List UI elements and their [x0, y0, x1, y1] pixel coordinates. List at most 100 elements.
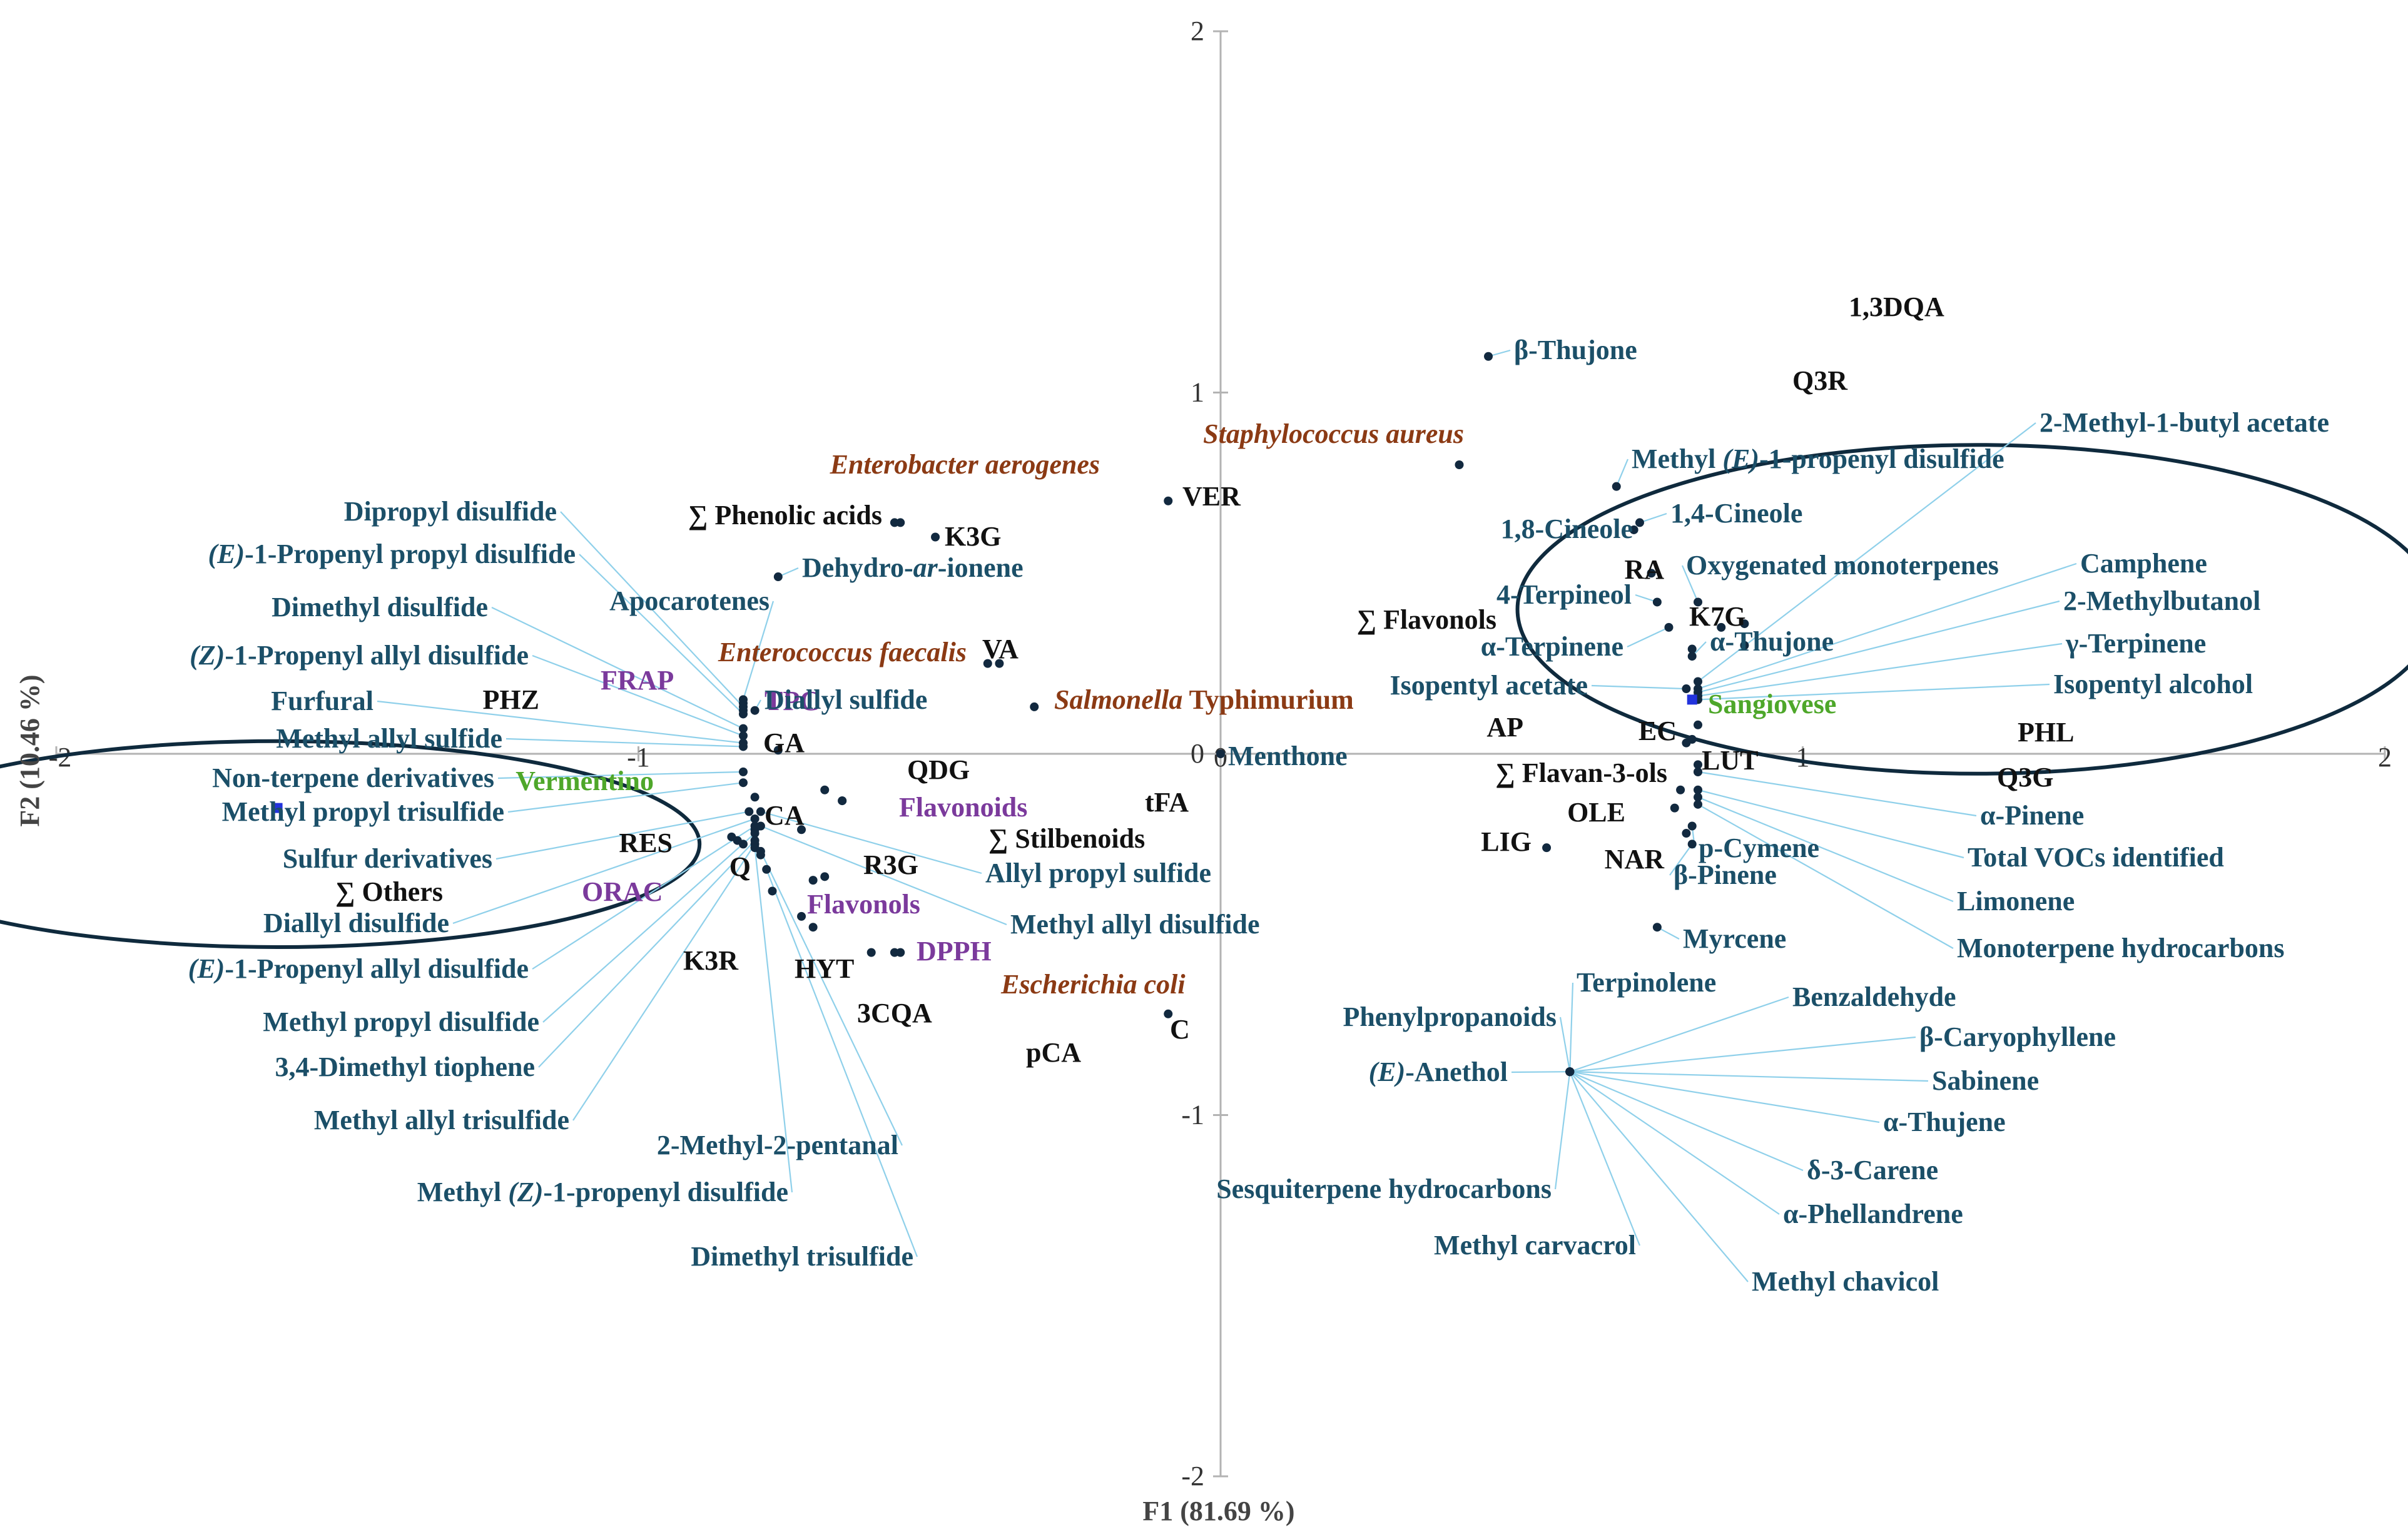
point-1-4-cineole: [1635, 518, 1644, 527]
leader-methyl-propyl-disulfide: [542, 833, 756, 1023]
label-terpinene: γ-Terpinene: [2065, 628, 2206, 659]
label-dipropyl-disulfide: Dipropyl disulfide: [344, 496, 557, 527]
point-c: [1164, 1009, 1173, 1018]
label-isopentyl-alcohol: Isopentyl alcohol: [2053, 669, 2253, 699]
label-phz: PHZ: [483, 684, 539, 715]
label-3cqa: 3CQA: [857, 998, 932, 1028]
label-ca: CA: [765, 800, 805, 831]
label-dimethyl-trisulfide: Dimethyl trisulfide: [691, 1241, 913, 1272]
leader-isopentyl-acetate: [1591, 684, 1687, 690]
leader-pinene: [1697, 771, 1977, 817]
label-ga: GA: [763, 728, 805, 758]
leader-methyl-allyl-trisulfide: [572, 843, 756, 1121]
point-q3g: [1694, 760, 1703, 769]
leader-3-4-dimethyl-tiophene: [538, 840, 756, 1068]
leader-2-methylbutanol: [1697, 600, 2060, 693]
leader-terpinene: [1697, 642, 2063, 697]
leader-e-1-propenyl-allyl-disulfide: [532, 825, 756, 970]
point-p-cymene: [1687, 821, 1697, 831]
label-stilbenoids: ∑ Stilbenoids: [988, 823, 1145, 854]
label-sesquiterpene-hydrocarbons: Sesquiterpene hydrocarbons: [1216, 1174, 1552, 1204]
label-tfa: tFA: [1145, 787, 1189, 818]
label-escherichia-coli: Escherichia coli: [1000, 969, 1186, 1000]
point-allyl-propyl-sulfide: [756, 807, 765, 816]
leader-1-4-cineole: [1639, 512, 1667, 524]
point-sulfur-derivatives: [744, 807, 754, 816]
label-limonene: Limonene: [1957, 886, 2075, 916]
ellipse-vermentino: [0, 739, 701, 949]
y-tick-label: 1: [1191, 377, 1204, 408]
point-k3r: [768, 886, 777, 896]
label-k3g: K3G: [945, 521, 1001, 552]
label-e-anethol: (E)-Anethol: [1369, 1057, 1508, 1087]
point-tpc: [773, 746, 783, 755]
label-methyl-propyl-disulfide: Methyl propyl disulfide: [263, 1007, 539, 1037]
label-allyl-propyl-sulfide: Allyl propyl sulfide: [985, 858, 1211, 888]
observation-sangiovese: [1687, 694, 1697, 705]
point-dipropyl-disulfide: [738, 702, 748, 711]
point-lig: [1542, 843, 1552, 853]
point-staphylococcus-aureus: [1455, 460, 1464, 469]
label-apocarotenes: Apocarotenes: [609, 586, 770, 616]
point-q3r: [1740, 641, 1749, 650]
point-3cqa: [808, 923, 818, 932]
label-vermentino: Vermentino: [516, 766, 654, 796]
label-1-8-cineole: 1,8-Cineole: [1501, 514, 1633, 544]
point-e-1-propenyl-propyl-disulfide: [738, 709, 748, 719]
label-lut: LUT: [1702, 745, 1758, 776]
label-benzaldehyde: Benzaldehyde: [1792, 982, 1956, 1012]
label-ver: VER: [1182, 481, 1241, 512]
leader-pinene: [1669, 843, 1693, 876]
label-non-terpene-derivatives: Non-terpene derivatives: [212, 763, 494, 793]
label-total-vocs-identified: Total VOCs identified: [1968, 842, 2224, 873]
label-methyl-allyl-disulfide: Methyl allyl disulfide: [1010, 909, 1259, 940]
point-2-methyl-1-butyl-acetate: [1694, 677, 1703, 686]
label-lig: LIG: [1481, 826, 1532, 857]
point-salmonella-typhimurium: [1030, 702, 1039, 711]
point-apocarotenes: [738, 695, 748, 704]
leader-methyl-allyl-disulfide: [760, 825, 1007, 926]
leader-caryophyllene: [1570, 1036, 1916, 1073]
label-qdg: QDG: [907, 754, 970, 785]
label-phellandrene: α-Phellandrene: [1783, 1199, 1963, 1229]
label-staphylococcus-aureus: Staphylococcus aureus: [1203, 418, 1464, 449]
label-ec: EC: [1638, 716, 1677, 746]
point-diallyl-disulfide: [750, 814, 759, 823]
point-methyl-e-1-propenyl-disulfide: [1612, 482, 1621, 491]
label-3-carene: δ-3-Carene: [1807, 1155, 1938, 1185]
label-monoterpene-hydrocarbons: Monoterpene hydrocarbons: [1957, 933, 2285, 963]
point-k3g: [931, 532, 940, 542]
leader-apocarotenes: [742, 601, 775, 700]
point-methyl-allyl-sulfide: [738, 742, 748, 751]
point-pinene: [1687, 840, 1697, 849]
label-r3g: R3G: [863, 850, 918, 880]
label-pinene: β-Pinene: [1674, 860, 1777, 890]
point-menthone: [1216, 749, 1225, 758]
label-terpinene: α-Terpinene: [1481, 631, 1623, 662]
point-1-8-cineole: [1629, 525, 1638, 534]
point-orac: [733, 836, 742, 845]
leader-lines: [377, 349, 2077, 1282]
label-sulfur-derivatives: Sulfur derivatives: [283, 843, 492, 874]
label-menthone: Menthone: [1228, 741, 1348, 771]
y-tick-label: -2: [1181, 1461, 1204, 1491]
label-va: VA: [982, 634, 1019, 664]
label-1-3dqa: 1,3DQA: [1849, 292, 1944, 322]
point-methyl-allyl-disulfide: [756, 821, 765, 831]
label-sangiovese: Sangiovese: [1708, 689, 1836, 719]
point-dehydro-ar-ionene: [773, 572, 783, 582]
point-ec: [1687, 734, 1697, 744]
label-q3r: Q3R: [1792, 365, 1848, 396]
point-non-terpene-derivatives: [738, 767, 748, 776]
point-limonene: [1694, 793, 1703, 802]
label-methyl-chavicol: Methyl chavicol: [1752, 1266, 1939, 1297]
label-p-cymene: p-Cymene: [1699, 833, 1819, 863]
leader-dimethyl-disulfide: [491, 607, 744, 729]
point-hyt: [797, 911, 806, 921]
label-2-methyl-1-butyl-acetate: 2-Methyl-1-butyl acetate: [2040, 407, 2329, 438]
point-flavan-3-ols: [1676, 785, 1685, 794]
label-dehydro-ar-ionene: Dehydro-ar-ionene: [802, 552, 1024, 583]
label-flavonols: Flavonols: [807, 889, 920, 920]
